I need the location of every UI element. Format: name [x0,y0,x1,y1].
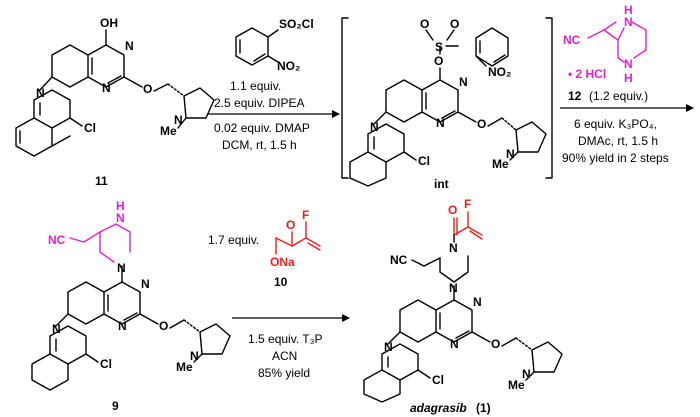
o-label: O [434,54,443,68]
me-label: Me [492,157,509,171]
cl-label: Cl [84,121,96,135]
n-label: N [174,113,183,127]
nitro-label: NO₂ [488,65,511,79]
piperazine-reagent [587,21,647,63]
bracket-right [545,17,553,179]
arrowhead [332,110,340,118]
arrowhead [342,314,350,322]
amine-compound-label: 12 [568,89,582,103]
n-label: N [384,340,393,354]
h-label: H [624,3,633,17]
h-label: H [116,199,125,213]
compound-11-label: 11 [95,174,108,188]
compound-9-label: 9 [112,399,119,413]
product-name: adagrasib [410,401,467,415]
arrowhead [686,104,694,112]
nitrile-label: NC [48,233,66,247]
o-label: O [143,82,152,96]
me-label: Me [508,378,525,392]
step2-yield: 90% yield in 2 steps [562,151,669,165]
step1-equiv: 1.1 equiv. [230,79,281,93]
h-label: H [624,71,633,85]
n-label: N [125,39,134,53]
acrylate-compound-label: 10 [274,275,288,289]
o-label: O [286,218,295,232]
n-label: N [118,319,127,333]
nitrile-label: NC [563,33,581,47]
sulfonyl-chloride-reagent [235,27,279,66]
cl-label: Cl [432,373,444,387]
hcl-salt-label: • 2 HCl [568,67,606,81]
nitro-label: NO₂ [277,59,300,73]
step3-reagent: 1.5 equiv. T₃P [248,332,322,346]
n-label: N [506,147,515,161]
n-label: N [141,277,150,291]
o-label: O [448,203,457,217]
n-label: N [36,86,45,100]
f-label: F [464,197,471,211]
n-label: N [436,116,445,130]
me-label: Me [176,360,193,374]
fluoroacrylate-reagent [275,221,321,255]
me-label: Me [160,124,177,138]
nh-label: N [624,15,633,29]
step1-base: 2.5 equiv. DIPEA [214,96,305,110]
hydroxyl-label: OH [100,16,118,30]
nh-label: N [116,211,125,225]
intermediate-structure [349,27,547,187]
n-label: N [450,337,459,351]
s-label: S [435,40,443,54]
o-label: O [450,17,459,31]
step3-solvent: ACN [272,349,297,363]
nitrile-label: NC [390,253,408,267]
o-label: O [477,117,486,131]
bracket-left [341,17,349,179]
f-label: F [302,208,309,222]
o-label: O [159,319,168,333]
o-label: O [491,337,500,351]
compound-11-structure [15,29,215,157]
amine-equiv: (1.2 equiv.) [589,89,648,103]
sulfonyl-chloride-label: SO₂Cl [279,17,314,31]
step1-solvent: DCM, rt, 1.5 h [222,138,297,152]
cl-label: Cl [100,357,112,371]
n-label: N [459,75,468,89]
n-label: N [449,281,458,295]
nh-label: N [624,57,633,71]
n-label: N [102,81,111,95]
n-label: N [370,120,379,134]
n-label: N [52,322,61,336]
n-label: N [117,261,126,275]
product-number: (1) [476,401,491,415]
step2-base: 6 equiv. K₃PO₄, [574,117,657,131]
n-label: N [522,367,531,381]
n-label: N [190,349,199,363]
adagrasib-structure [363,211,563,403]
compound-9-structure [31,223,231,391]
step1-catalyst: 0.02 equiv. DMAP [214,121,310,135]
acrylate-equiv: 1.7 equiv. [208,233,259,247]
o-label: O [420,17,429,31]
intermediate-label: int [434,177,449,191]
ona-label: ONa [270,255,295,269]
n-label: N [449,241,458,255]
step3-yield: 85% yield [258,366,310,380]
n-label: N [473,295,482,309]
step2-solvent: DMAc, rt, 1.5 h [578,134,658,148]
cl-label: Cl [418,154,430,168]
